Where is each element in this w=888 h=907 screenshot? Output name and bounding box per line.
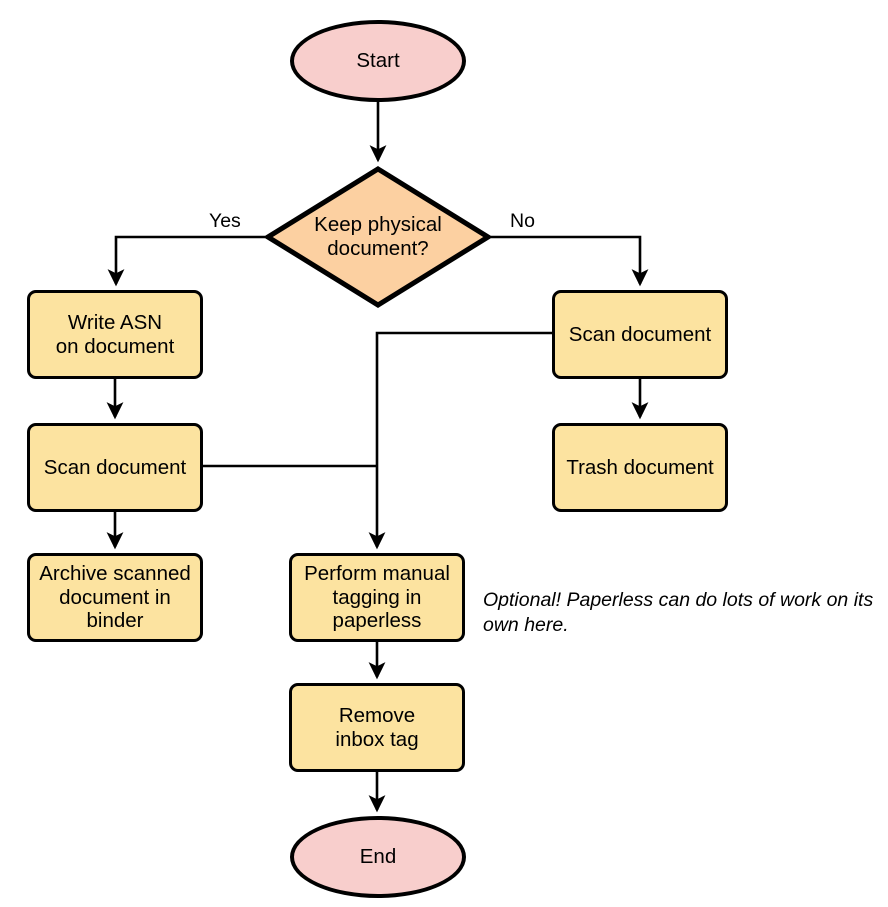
node-scan-document-left-label: Scan document [43,455,187,479]
diamond-shape [265,166,491,308]
node-end[interactable]: End [290,816,466,898]
node-write-asn-label: Write ASN on document [55,310,175,358]
node-remove-inbox-tag-label: Remove inbox tag [335,703,419,751]
node-trash-document[interactable]: Trash document [552,423,728,512]
node-scan-document-right-label: Scan document [568,322,712,346]
node-archive-in-binder[interactable]: Archive scanned document in binder [27,553,203,642]
edge-label-no: No [510,210,535,232]
node-trash-document-label: Trash document [566,455,714,479]
node-start-label: Start [356,49,400,73]
edge-decision-no-to-scan-right [491,235,649,287]
node-keep-physical-document[interactable]: Keep physical document? [265,166,491,308]
node-archive-in-binder-label: Archive scanned document in binder [39,561,191,633]
node-keep-physical-document-label: Keep physical document? [314,213,442,260]
annotation-optional-paperless: Optional! Paperless can do lots of work … [483,589,874,637]
node-perform-manual-tagging[interactable]: Perform manual tagging in paperless [289,553,465,642]
node-start[interactable]: Start [290,20,466,102]
edge-scan-right-to-manual-tagging [368,331,552,550]
edge-decision-yes-to-write-asn [107,235,265,287]
node-scan-document-left[interactable]: Scan document [27,423,203,512]
node-end-label: End [359,845,397,869]
node-write-asn[interactable]: Write ASN on document [27,290,203,379]
node-perform-manual-tagging-label: Perform manual tagging in paperless [304,561,450,633]
node-remove-inbox-tag[interactable]: Remove inbox tag [289,683,465,772]
node-scan-document-right[interactable]: Scan document [552,290,728,379]
edge-label-yes: Yes [209,210,241,232]
